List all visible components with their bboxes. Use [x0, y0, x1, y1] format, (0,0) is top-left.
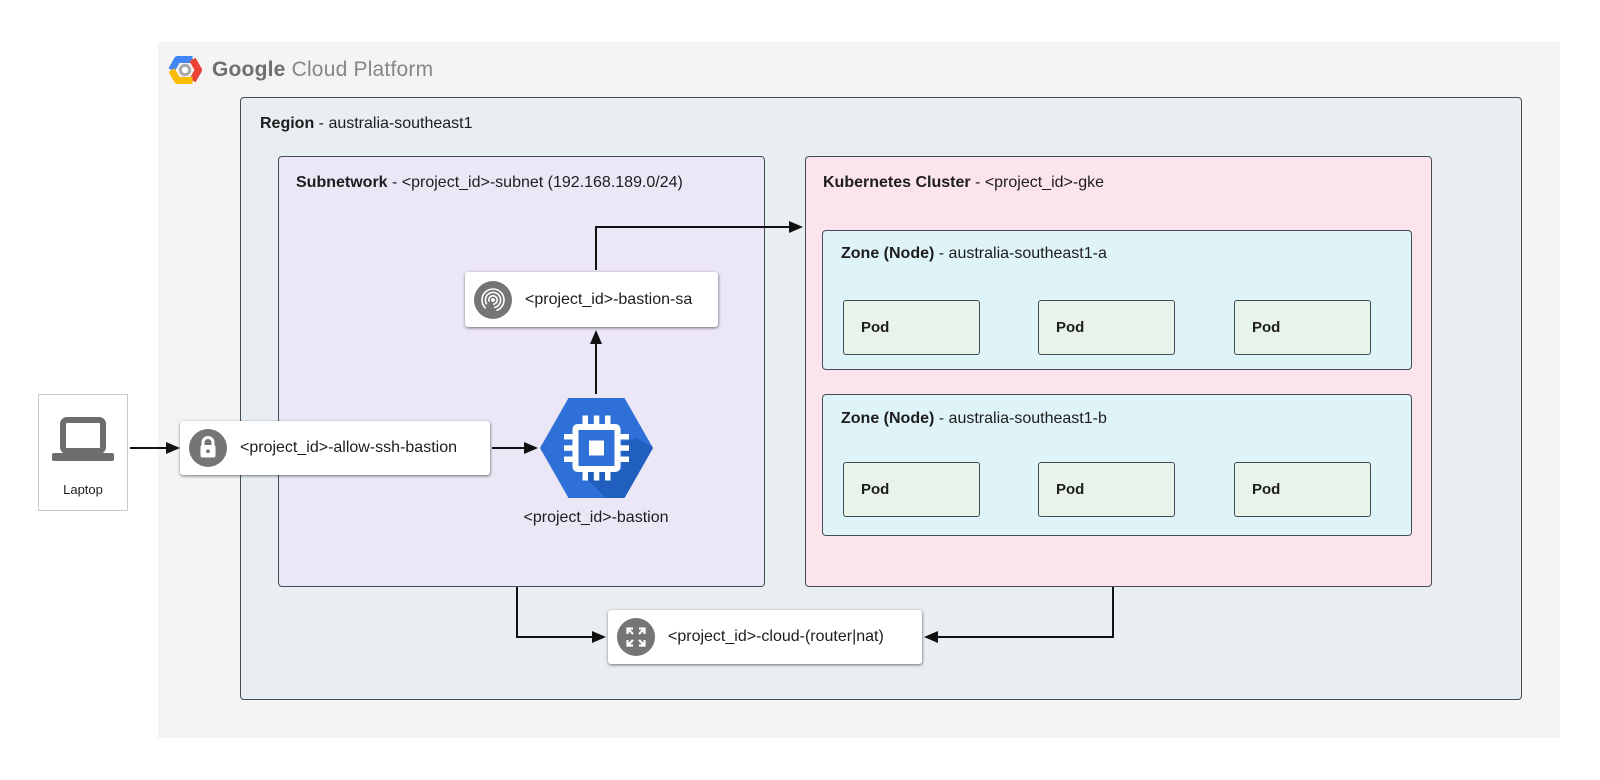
kubernetes-cluster-label: Kubernetes Cluster - <project_id>-gke — [823, 174, 1104, 192]
zone-a-title: Zone (Node) — [841, 245, 935, 262]
region-title: Region — [260, 115, 315, 132]
gcp-header: Google Cloud Platform — [168, 52, 433, 88]
pod-box: Pod — [1038, 300, 1175, 355]
subnetwork-name: - <project_id>-subnet (192.168.189.0/24) — [387, 174, 683, 191]
pod-label: Pod — [1056, 481, 1085, 498]
subnetwork-title: Subnetwork — [296, 174, 388, 191]
lock-icon — [189, 429, 227, 467]
pod-label: Pod — [861, 319, 890, 336]
fingerprint-icon — [474, 280, 512, 319]
zone-a-name: - australia-southeast1-a — [934, 245, 1107, 262]
gcp-logo-icon — [168, 56, 202, 84]
pod-box: Pod — [843, 462, 980, 517]
kubernetes-cluster-name: - <project_id>-gke — [970, 174, 1104, 191]
compute-engine-chip-icon — [540, 398, 653, 498]
subnetwork-label: Subnetwork - <project_id>-subnet (192.16… — [296, 174, 683, 192]
zone-b-title: Zone (Node) — [841, 410, 935, 427]
region-name: - australia-southeast1 — [314, 115, 473, 132]
logo-cloud-platform: Cloud Platform — [291, 58, 434, 81]
laptop-label: Laptop — [63, 482, 103, 497]
region-label: Region - australia-southeast1 — [260, 115, 473, 133]
zone-a-label: Zone (Node) - australia-southeast1-a — [841, 245, 1107, 263]
laptop-node: Laptop — [38, 394, 128, 511]
pod-box: Pod — [843, 300, 980, 355]
service-account-label: <project_id>-bastion-sa — [525, 290, 693, 308]
kubernetes-cluster-title: Kubernetes Cluster — [823, 174, 971, 191]
cloud-router-nat-card: <project_id>-cloud-(router|nat) — [608, 610, 922, 664]
pod-label: Pod — [1252, 481, 1281, 498]
pod-label: Pod — [1252, 319, 1281, 336]
service-account-card: <project_id>-bastion-sa — [465, 272, 718, 327]
pod-label: Pod — [1056, 319, 1085, 336]
pod-box: Pod — [1234, 462, 1371, 517]
pod-label: Pod — [861, 481, 890, 498]
pod-box: Pod — [1234, 300, 1371, 355]
firewall-rule-card: <project_id>-allow-ssh-bastion — [180, 421, 490, 475]
zone-b-name: - australia-southeast1-b — [934, 410, 1107, 427]
expand-arrows-icon — [617, 618, 655, 656]
bastion-label: <project_id>-bastion — [523, 509, 669, 526]
logo-google: Google — [212, 58, 286, 81]
firewall-rule-label: <project_id>-allow-ssh-bastion — [240, 439, 457, 456]
laptop-icon — [52, 417, 114, 461]
zone-b-label: Zone (Node) - australia-southeast1-b — [841, 410, 1107, 428]
pod-box: Pod — [1038, 462, 1175, 517]
bastion-node — [538, 396, 655, 500]
cloud-router-nat-label: <project_id>-cloud-(router|nat) — [668, 628, 884, 645]
gcp-logo-text: Google Cloud Platform — [212, 58, 433, 82]
